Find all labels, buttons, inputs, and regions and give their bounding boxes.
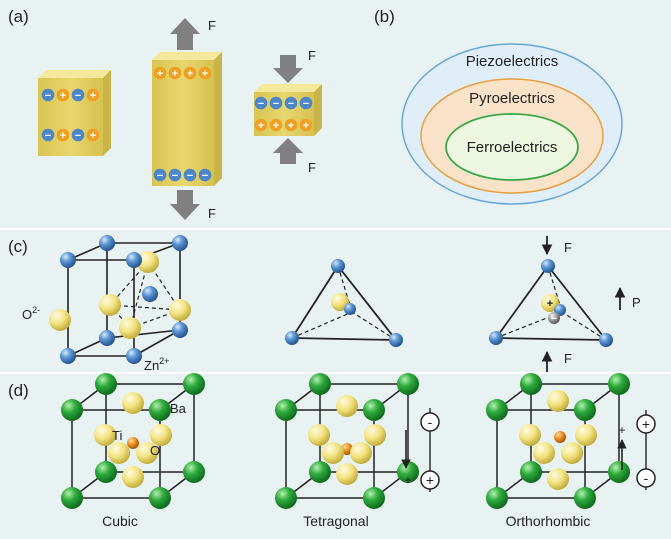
plus-small-tetragonal: + <box>404 473 411 487</box>
block1-bottom-charge-sign: − <box>75 130 81 142</box>
block3-bottom-charge-sign: + <box>258 120 264 132</box>
block1-top-charge <box>71 88 85 102</box>
titanium-label: Ti <box>112 428 122 443</box>
block3-bottom-charge <box>269 118 283 132</box>
block2-bottom-charge <box>183 168 197 182</box>
force-label-press-top: F <box>308 48 316 63</box>
block2-top-charge <box>183 66 197 80</box>
tetrahedron-unstressed <box>285 259 403 347</box>
force-label-up: F <box>208 18 216 33</box>
block2-bottom-charge-sign: − <box>187 170 193 182</box>
block1-bottom-charge-sign: + <box>60 130 66 142</box>
tetrahedron-stressed <box>489 259 613 347</box>
panel-d-label: (d) <box>8 381 29 400</box>
block-stretched <box>152 52 222 186</box>
block3-bottom-charge-sign: + <box>288 120 294 132</box>
force-arrow-press-bottom <box>273 138 303 164</box>
block3-bottom-charge <box>254 118 268 132</box>
perovskite-cubic <box>61 373 205 509</box>
force-arrow-down <box>170 190 200 220</box>
label-piezoelectrics: Piezoelectrics <box>466 53 559 70</box>
block1-bottom-charge <box>86 128 100 142</box>
caption-cubic: Cubic <box>102 513 138 529</box>
oxygen-label: O2- <box>22 305 40 322</box>
panel-b-label: (b) <box>374 7 395 26</box>
force-label-c-top: F <box>564 240 572 255</box>
caption-orthorhombic: Orthorhombic <box>506 513 591 529</box>
label-pyroelectrics: Pyroelectrics <box>469 90 555 107</box>
block1-bottom-charge <box>71 128 85 142</box>
block3-top-charge-sign: − <box>288 98 294 110</box>
block2-top-charge-sign: + <box>172 68 178 80</box>
block3-top-charge <box>254 96 268 110</box>
zinc-label: Zn2+ <box>144 356 169 373</box>
block1-bottom-charge <box>56 128 70 142</box>
plus-sign-orthorhombic: + <box>642 416 650 432</box>
minus-sign-tetragonal: - <box>428 414 433 430</box>
block2-bottom-charge-sign: − <box>202 170 208 182</box>
perovskite-orthorhombic <box>486 373 630 509</box>
minus-pole-tetragonal <box>420 412 440 432</box>
plus-pole-tetragonal <box>420 470 440 490</box>
block3-top-charge <box>284 96 298 110</box>
block3-bottom-charge-sign: + <box>303 120 309 132</box>
block1-top-charge-sign: − <box>45 90 51 102</box>
block3-bottom-charge-sign: + <box>273 120 279 132</box>
force-label-c-bottom: F <box>564 351 572 366</box>
block1-bottom-charge-sign: − <box>45 130 51 142</box>
block-neutral <box>38 70 111 156</box>
block2-top-charge-sign: + <box>157 68 163 80</box>
force-arrow-press-top <box>273 55 303 83</box>
block1-top-charge <box>41 88 55 102</box>
barium-label: Ba <box>170 401 187 416</box>
plus-sign-tetragonal: + <box>426 472 434 488</box>
block3-top-charge <box>269 96 283 110</box>
block1-bottom-charge-sign: + <box>90 130 96 142</box>
block2-top-charge <box>168 66 182 80</box>
minus-sign-orthorhombic: - <box>644 470 649 486</box>
ellipse-ferroelectrics <box>445 113 579 181</box>
block2-top-charge <box>198 66 212 80</box>
block2-bottom-charge-sign: − <box>157 170 163 182</box>
force-arrow-up <box>170 18 200 50</box>
block2-top-charge-sign: + <box>202 68 208 80</box>
block2-top-charge <box>153 66 167 80</box>
block3-bottom-charge <box>284 118 298 132</box>
panel-a-label: (a) <box>8 7 29 26</box>
force-label-down: F <box>208 206 216 221</box>
block2-bottom-charge-sign: − <box>172 170 178 182</box>
block3-top-charge-sign: − <box>258 98 264 110</box>
minus-pole-orthorhombic <box>636 468 656 488</box>
block1-top-charge-sign: + <box>60 90 66 102</box>
plus-small-orthorhombic: + <box>618 423 625 437</box>
block3-bottom-charge <box>299 118 313 132</box>
block2-bottom-charge <box>198 168 212 182</box>
plus-pole-orthorhombic <box>636 414 656 434</box>
block1-top-charge-sign: + <box>90 90 96 102</box>
label-ferroelectrics: Ferroelectrics <box>467 139 558 156</box>
block1-top-charge-sign: − <box>75 90 81 102</box>
force-label-press-bottom: F <box>308 160 316 175</box>
zinc-oxide-cell <box>49 235 191 364</box>
caption-tetragonal: Tetragonal <box>303 513 368 529</box>
block3-top-charge <box>299 96 313 110</box>
block1-top-charge <box>56 88 70 102</box>
block3-top-charge-sign: − <box>273 98 279 110</box>
block1-bottom-charge <box>41 128 55 142</box>
dipole-plus: + <box>547 298 553 310</box>
dipole-minus: − <box>551 313 557 325</box>
perovskite-cells <box>61 373 630 509</box>
block2-top-charge-sign: + <box>187 68 193 80</box>
block2-bottom-charge <box>153 168 167 182</box>
block2-bottom-charge <box>168 168 182 182</box>
polarization-label: P <box>632 295 641 310</box>
block3-top-charge-sign: − <box>303 98 309 110</box>
oxygen-label-d: O <box>150 443 160 458</box>
perovskite-tetragonal <box>275 373 419 509</box>
block1-top-charge <box>86 88 100 102</box>
charges-group: −+−+−+−+++++−−−−−−−−++++ <box>41 66 313 182</box>
panel-c-label: (c) <box>8 237 28 256</box>
